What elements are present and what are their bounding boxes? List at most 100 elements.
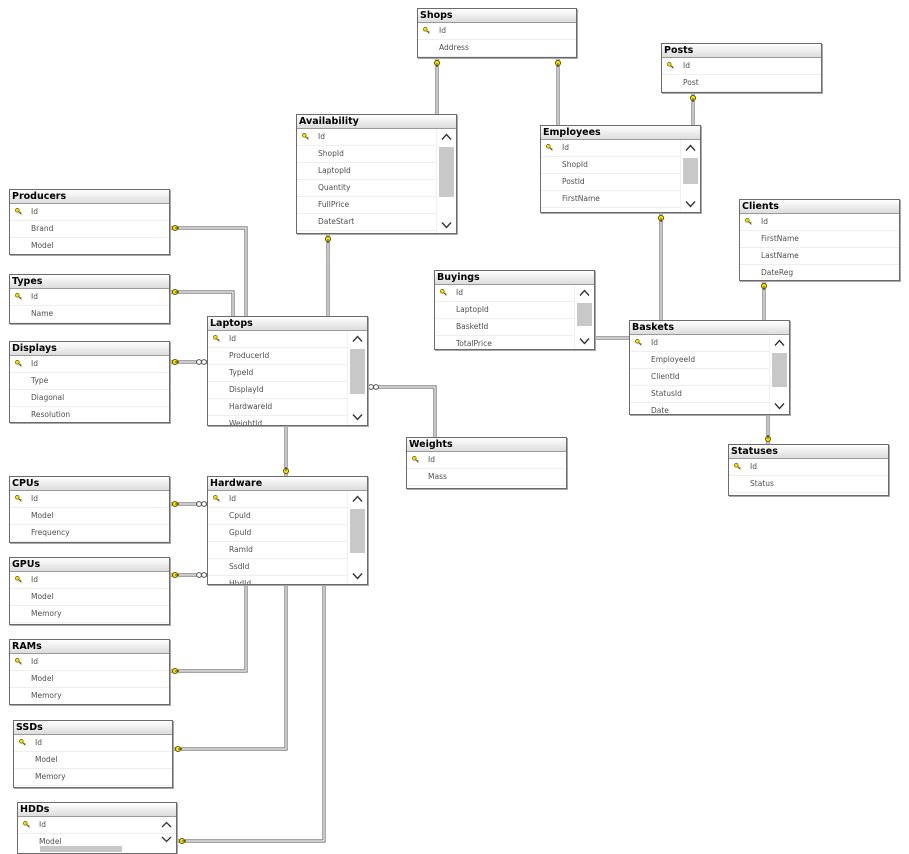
chevron-down-icon[interactable] bbox=[348, 568, 367, 584]
column-row[interactable]: Model bbox=[10, 671, 169, 688]
column-row[interactable]: Model bbox=[10, 238, 169, 254]
table-title[interactable]: HDDs bbox=[18, 803, 176, 817]
column-row[interactable]: Id bbox=[407, 452, 566, 469]
column-row[interactable]: Memory bbox=[10, 606, 169, 623]
relationship-line[interactable] bbox=[173, 585, 288, 751]
column-row[interactable]: Id bbox=[435, 285, 574, 302]
table-title[interactable]: Availability bbox=[297, 115, 456, 129]
table-title[interactable]: Statuses bbox=[729, 445, 888, 459]
column-row[interactable]: Model bbox=[14, 752, 172, 769]
table-title[interactable]: GPUs bbox=[10, 558, 169, 572]
column-row[interactable]: StatusId bbox=[630, 386, 769, 403]
column-row[interactable]: Memory bbox=[10, 688, 169, 704]
column-row[interactable]: Id bbox=[208, 331, 347, 348]
vertical-scrollbar[interactable] bbox=[680, 140, 700, 212]
column-row[interactable]: Id bbox=[208, 491, 347, 508]
column-row[interactable]: Diagonal bbox=[10, 390, 169, 407]
chevron-up-icon[interactable] bbox=[770, 335, 789, 351]
chevron-up-icon[interactable] bbox=[348, 491, 367, 507]
column-row[interactable]: BasketId bbox=[435, 319, 574, 336]
column-row[interactable]: DateStart bbox=[297, 214, 436, 231]
scroll-thumb[interactable] bbox=[350, 349, 365, 394]
table-title[interactable]: Types bbox=[10, 275, 169, 289]
column-row[interactable]: DateEnd bbox=[297, 231, 436, 233]
column-row[interactable]: TotalPrice bbox=[435, 336, 574, 349]
table-title[interactable]: Clients bbox=[740, 200, 899, 214]
relationship-line[interactable] bbox=[177, 585, 326, 843]
column-row[interactable]: Id bbox=[630, 335, 769, 352]
column-row[interactable]: Model bbox=[10, 589, 169, 606]
chevron-down-icon[interactable] bbox=[348, 409, 367, 425]
column-row[interactable]: ProducerId bbox=[208, 348, 347, 365]
scroll-thumb[interactable] bbox=[350, 509, 365, 553]
column-row[interactable]: LaptopId bbox=[297, 163, 436, 180]
chevron-down-icon[interactable] bbox=[575, 333, 594, 349]
table-title[interactable]: Producers bbox=[10, 190, 169, 204]
scroll-thumb[interactable] bbox=[683, 158, 698, 184]
scroll-thumb[interactable] bbox=[577, 303, 592, 326]
column-row[interactable]: WeightId bbox=[208, 416, 347, 425]
column-row[interactable]: Id bbox=[541, 140, 680, 157]
vertical-scrollbar[interactable] bbox=[347, 331, 367, 425]
column-row[interactable]: SecondName bbox=[541, 208, 680, 212]
vertical-scrollbar[interactable] bbox=[574, 285, 594, 349]
column-row[interactable]: Id bbox=[10, 654, 169, 671]
column-row[interactable]: Address bbox=[418, 40, 576, 57]
chevron-up-icon[interactable] bbox=[437, 129, 456, 145]
chevron-down-icon[interactable] bbox=[157, 831, 176, 850]
column-row[interactable]: Mass bbox=[407, 469, 566, 486]
column-row[interactable]: Id bbox=[740, 214, 899, 231]
column-row[interactable]: ShopId bbox=[297, 146, 436, 163]
table-title[interactable]: Employees bbox=[541, 126, 700, 140]
column-row[interactable]: Date bbox=[630, 403, 769, 414]
table-title[interactable]: CPUs bbox=[10, 477, 169, 491]
vertical-scrollbar[interactable] bbox=[436, 129, 456, 233]
table-title[interactable]: Buyings bbox=[435, 271, 594, 285]
horizontal-scrollbar[interactable] bbox=[18, 845, 176, 853]
column-row[interactable]: HhdId bbox=[208, 576, 347, 584]
table-title[interactable]: SSDs bbox=[14, 721, 172, 735]
column-row[interactable]: Id bbox=[10, 572, 169, 589]
column-row[interactable]: HardwareId bbox=[208, 399, 347, 416]
column-row[interactable]: Id bbox=[729, 459, 888, 476]
chevron-down-icon[interactable] bbox=[770, 398, 789, 414]
column-row[interactable]: LaptopId bbox=[435, 302, 574, 319]
column-row[interactable]: TypeId bbox=[208, 365, 347, 382]
column-row[interactable]: Model bbox=[10, 508, 169, 525]
chevron-up-icon[interactable] bbox=[575, 285, 594, 301]
column-row[interactable]: EmployeeId bbox=[630, 352, 769, 369]
column-row[interactable]: Id bbox=[662, 58, 821, 75]
column-row[interactable]: Name bbox=[10, 306, 169, 323]
chevron-up-icon[interactable] bbox=[681, 140, 700, 156]
scroll-thumb[interactable] bbox=[439, 147, 454, 197]
table-title[interactable]: Shops bbox=[418, 9, 576, 23]
column-row[interactable]: ShopId bbox=[541, 157, 680, 174]
column-row[interactable]: DisplayId bbox=[208, 382, 347, 399]
column-row[interactable]: Brand bbox=[10, 221, 169, 238]
table-employees[interactable]: EmployeesIdShopIdPostIdFirstNameSecondNa… bbox=[540, 125, 701, 213]
column-row[interactable]: GpuId bbox=[208, 525, 347, 542]
column-row[interactable]: ClientId bbox=[630, 369, 769, 386]
column-row[interactable]: LastName bbox=[740, 248, 899, 265]
table-title[interactable]: Displays bbox=[10, 342, 169, 356]
table-title[interactable]: Baskets bbox=[630, 321, 789, 335]
column-row[interactable]: FirstName bbox=[541, 191, 680, 208]
column-row[interactable]: Id bbox=[14, 735, 172, 752]
chevron-up-icon[interactable] bbox=[157, 817, 176, 833]
chevron-down-icon[interactable] bbox=[681, 196, 700, 212]
